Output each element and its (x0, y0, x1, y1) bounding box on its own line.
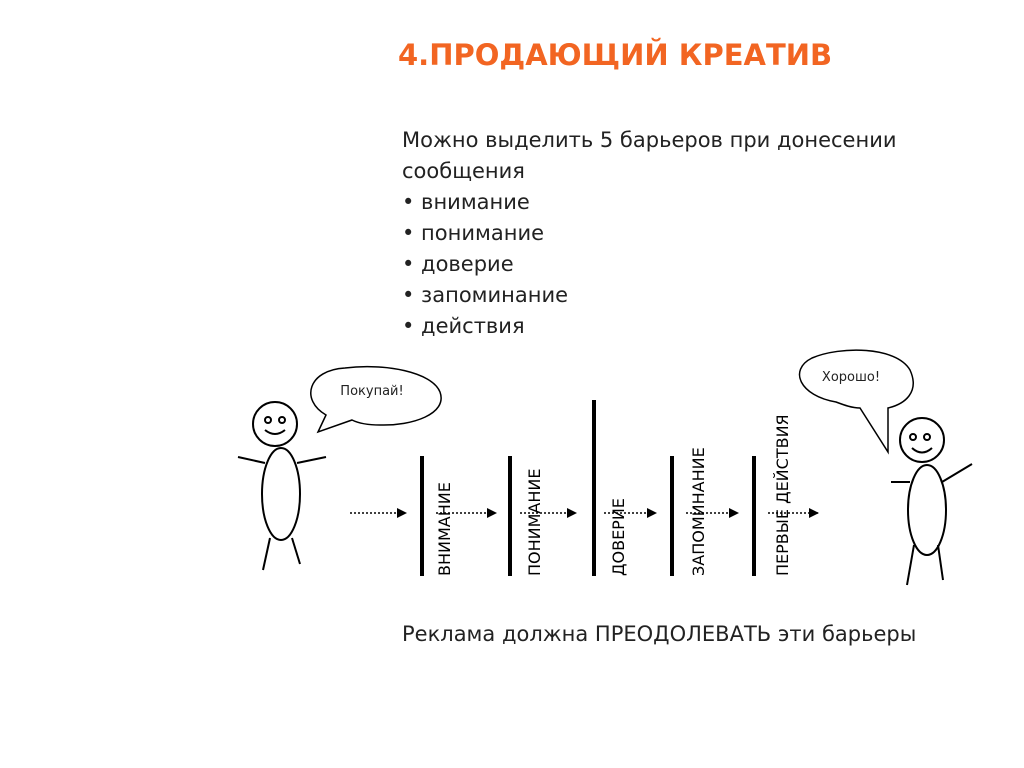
left-figure-smile (264, 429, 286, 435)
barrier-wall (752, 456, 756, 576)
bullet-item: • доверие (402, 252, 514, 276)
conclusion-text: Реклама должна ПРЕОДОЛЕВАТЬ эти барьеры (402, 622, 917, 646)
bullet-item: • понимание (402, 221, 545, 245)
left-figure-eye-icon (278, 416, 286, 424)
barrier-label: ЗАПОМИНАНИЕ (689, 447, 708, 576)
left-figure-leg (291, 537, 301, 565)
left-figure-arm (296, 456, 327, 464)
right-figure-arm (941, 463, 973, 483)
left-speech-bubble: Покупай! (310, 365, 442, 434)
barrier-label: ПОНИМАНИЕ (525, 469, 544, 576)
left-figure-leg (262, 537, 271, 571)
right-figure-leg (937, 544, 944, 581)
right-figure-leg (906, 544, 915, 586)
barrier-wall (670, 456, 674, 576)
right-figure-head (899, 417, 945, 463)
slide-title: 4.ПРОДАЮЩИЙ КРЕАТИВ (398, 38, 833, 72)
speech-right-text: Хорошо! (822, 370, 880, 385)
barrier-label: ДОВЕРИЕ (609, 498, 628, 576)
bullet-item: • действия (402, 314, 525, 338)
left-stick-figure (237, 401, 327, 571)
barrier-wall (592, 400, 596, 576)
left-figure-head (252, 401, 298, 447)
left-figure-arm (237, 456, 266, 464)
bullet-item: • запоминание (402, 283, 569, 307)
intro-text-block: Можно выделить 5 барьеров при донесении … (402, 125, 962, 342)
intro-line-2: сообщения (402, 159, 525, 183)
right-figure-eye-icon (909, 433, 917, 441)
intro-line-1: Можно выделить 5 барьеров при донесении (402, 128, 897, 152)
left-figure-eye-icon (264, 416, 272, 424)
bullet-item: • внимание (402, 190, 530, 214)
right-figure-body (907, 464, 947, 556)
right-figure-eye-icon (923, 433, 931, 441)
speech-left-text: Покупай! (340, 384, 403, 399)
right-speech-bubble: Хорошо! (798, 349, 914, 455)
left-figure-body (261, 447, 301, 541)
barrier-label: ВНИМАНИЕ (435, 482, 454, 576)
barrier-label: ПЕРВЫЕ ДЕЙСТВИЯ (773, 414, 792, 576)
right-figure-smile (911, 447, 933, 454)
right-stick-figure (891, 417, 973, 586)
barrier-wall (508, 456, 512, 576)
barrier-wall (420, 456, 424, 576)
